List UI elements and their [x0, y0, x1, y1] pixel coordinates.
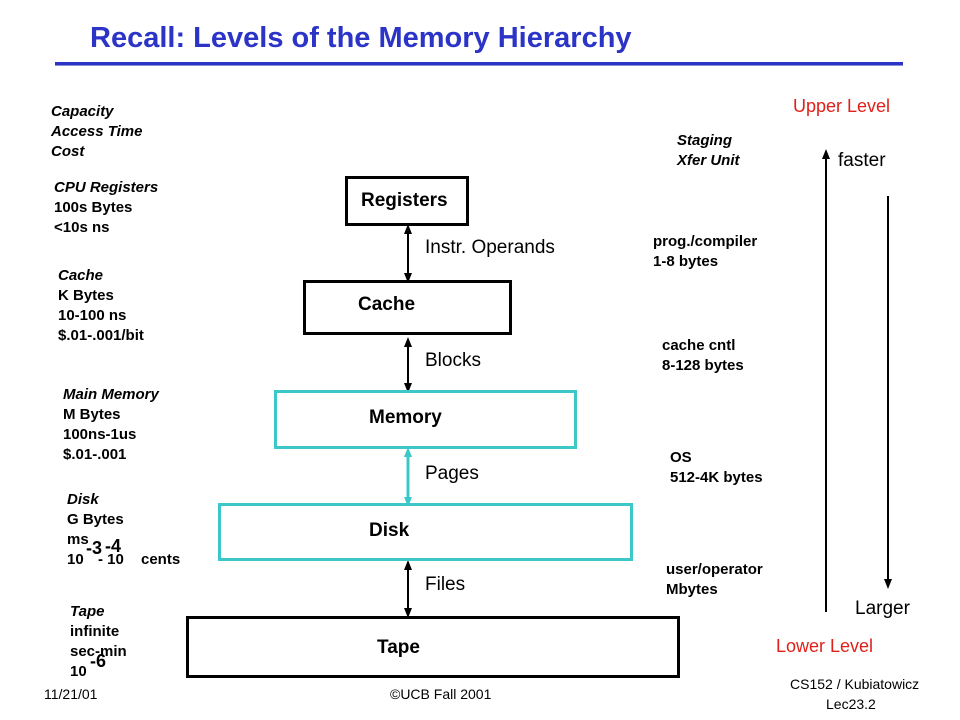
- footer-course: CS152 / Kubiatowicz: [790, 676, 920, 692]
- staging-disk: user/operator Mbytes: [666, 560, 763, 600]
- disk-cost-exponent-2: -4: [105, 536, 122, 556]
- box-cache: Cache: [303, 280, 512, 335]
- disk-cost-mid: - 10: [98, 551, 124, 568]
- legend-capacity: Capacity: [51, 103, 114, 120]
- staging-unit: 1-8 bytes: [653, 253, 719, 270]
- staging-controller: prog./compiler: [653, 233, 758, 250]
- lower-level-label: Lower Level: [776, 636, 874, 656]
- box-label: Cache: [358, 294, 416, 315]
- staging-cache: cache cntl 8-128 bytes: [662, 336, 744, 376]
- footer-lecture: Lec23.2: [826, 696, 876, 712]
- box-memory: Memory: [274, 390, 577, 449]
- level-name: Disk: [67, 491, 99, 508]
- staging-header: Staging Xfer Unit: [677, 131, 740, 171]
- staging-controller: user/operator: [666, 561, 763, 578]
- transfer-label-blocks: Blocks: [425, 350, 481, 371]
- staging-unit: 8-128 bytes: [662, 357, 744, 374]
- larger-label: Larger: [855, 598, 910, 619]
- level-access-time: 10-100 ns: [58, 307, 127, 324]
- disk-cost-unit: cents: [141, 551, 181, 568]
- staging-unit: Mbytes: [666, 581, 718, 598]
- level-disk-info: Disk G Bytes ms: [67, 490, 124, 550]
- staging-memory: OS 512-4K bytes: [670, 448, 763, 488]
- box-label: Registers: [361, 190, 448, 211]
- level-name: CPU Registers: [54, 179, 159, 196]
- box-disk: Disk: [218, 503, 633, 561]
- footer-date: 11/21/01: [44, 686, 98, 702]
- level-memory-info: Main Memory M Bytes 100ns-1us $.01-.001: [63, 385, 159, 465]
- transfer-label-pages: Pages: [425, 463, 479, 484]
- level-registers-info: CPU Registers 100s Bytes <10s ns: [54, 178, 158, 238]
- level-capacity: 100s Bytes: [54, 199, 133, 216]
- staging-controller: OS: [670, 449, 692, 466]
- box-label: Tape: [377, 637, 420, 658]
- disk-cost-exponent-1: -3: [86, 538, 103, 558]
- level-cost: $.01-.001/bit: [58, 327, 144, 344]
- transfer-label-instr: Instr. Operands: [425, 237, 555, 258]
- staging-registers: prog./compiler 1-8 bytes: [653, 232, 757, 272]
- legend-access-time: Access Time: [51, 123, 143, 140]
- level-capacity: K Bytes: [58, 287, 114, 304]
- staging-header-line: Staging: [677, 132, 732, 149]
- upper-level-label: Upper Level: [793, 96, 891, 116]
- level-capacity: G Bytes: [67, 511, 124, 528]
- level-name: Main Memory: [63, 386, 159, 403]
- faster-label: faster: [838, 150, 886, 171]
- level-cache-info: Cache K Bytes 10-100 ns $.01-.001/bit: [58, 266, 144, 346]
- legend-cost: Cost: [51, 143, 85, 160]
- level-access-time: 100ns-1us: [63, 426, 137, 443]
- box-label: Disk: [369, 520, 410, 541]
- level-capacity: infinite: [70, 623, 120, 640]
- staging-unit: 512-4K bytes: [670, 469, 763, 486]
- column-legend: Capacity Access Time Cost: [51, 102, 142, 162]
- level-cost: $.01-.001: [63, 446, 127, 463]
- level-access-time: <10s ns: [54, 219, 110, 236]
- level-access-time: ms: [67, 531, 89, 548]
- level-access-time: sec-min: [70, 643, 127, 660]
- staging-header-line: Xfer Unit: [677, 152, 740, 169]
- title-underline: [55, 62, 903, 66]
- level-name: Cache: [58, 267, 104, 284]
- staging-controller: cache cntl: [662, 337, 736, 354]
- level-tape-info: Tape infinite sec-min: [70, 602, 127, 662]
- level-capacity: M Bytes: [63, 406, 121, 423]
- page-title: Recall: Levels of the Memory Hierarchy: [90, 22, 632, 54]
- level-name: Tape: [70, 603, 105, 620]
- box-tape: Tape: [186, 616, 680, 678]
- transfer-label-files: Files: [425, 574, 466, 595]
- disk-cost-base: 10: [67, 551, 84, 568]
- footer-copyright: ©UCB Fall 2001: [390, 686, 492, 702]
- box-registers: Registers: [345, 176, 469, 226]
- tape-cost-base: 10: [70, 663, 87, 680]
- box-label: Memory: [369, 407, 442, 428]
- tape-cost-exponent: -6: [90, 651, 107, 671]
